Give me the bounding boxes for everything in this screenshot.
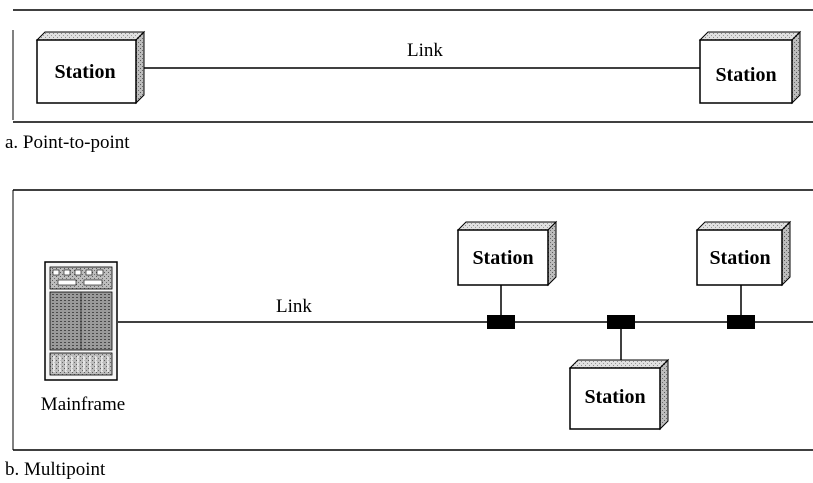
bus-tap-2 — [607, 315, 635, 329]
point-to-point-panel: Link Station Station a. Point-to-point — [5, 9, 813, 153]
multipoint-station-1: Station — [456, 220, 558, 287]
mainframe: Mainframe — [41, 261, 125, 415]
mainframe-label: Mainframe — [41, 394, 125, 415]
multipoint-station-1-label: Station — [472, 247, 533, 269]
multipoint-station-2: Station — [568, 358, 670, 431]
bus-tap-3 — [727, 315, 755, 329]
multipoint-station-2-label: Station — [584, 386, 645, 408]
station-left: Station — [35, 30, 146, 105]
point-to-point-link-label: Link — [407, 40, 443, 61]
multipoint-link-label: Link — [276, 296, 312, 317]
multipoint-panel: Link — [5, 189, 813, 480]
multipoint-caption: b. Multipoint — [5, 459, 106, 480]
bus-tap-1 — [487, 315, 515, 329]
multipoint-station-3-label: Station — [709, 247, 770, 269]
station-right: Station — [698, 30, 802, 105]
point-to-point-caption: a. Point-to-point — [5, 132, 130, 153]
station-left-label: Station — [54, 61, 115, 83]
multipoint-station-3: Station — [695, 220, 792, 287]
station-right-label: Station — [715, 64, 776, 86]
